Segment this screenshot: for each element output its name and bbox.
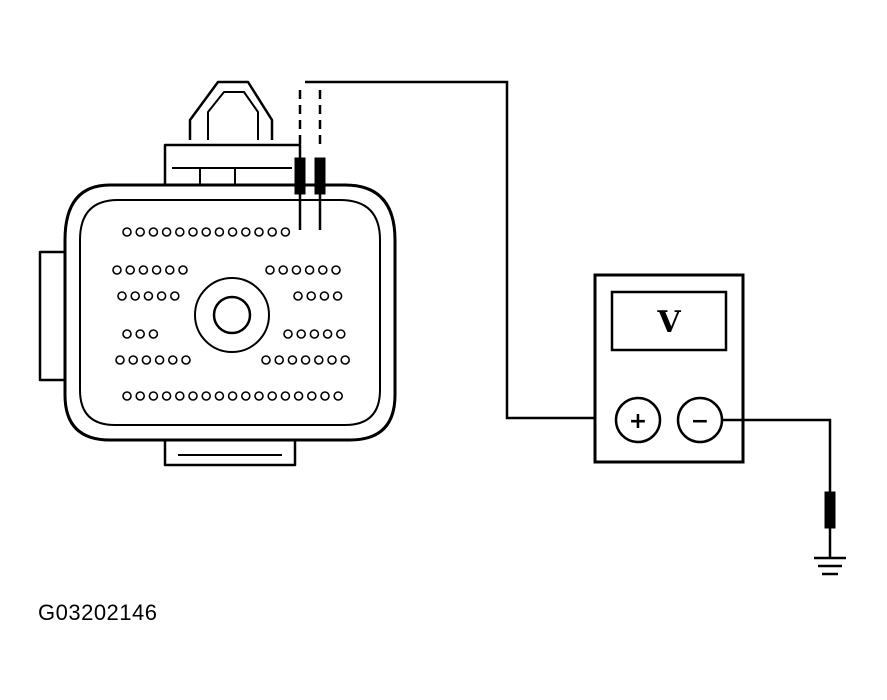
pin-hole	[143, 291, 154, 301]
pin-hole	[122, 391, 132, 401]
pin-hole	[322, 329, 333, 339]
pin-hole	[135, 391, 145, 401]
positive-lead-wire	[305, 80, 615, 420]
pin-hole	[168, 355, 178, 365]
pin-hole	[115, 355, 125, 365]
pin-hole	[188, 227, 198, 237]
pin-hole	[128, 355, 138, 365]
positive-terminal	[614, 396, 662, 444]
pin-hole	[170, 291, 180, 301]
pin-hole	[178, 265, 188, 275]
pin-hole	[175, 391, 185, 401]
pin-hole	[293, 291, 303, 301]
probe-tip-left	[294, 157, 306, 195]
figure-id: G03202146	[38, 600, 158, 625]
ground-probe-tip	[824, 491, 836, 529]
pin-hole	[122, 227, 132, 237]
pin-hole	[135, 329, 145, 339]
pin-hole	[319, 291, 330, 301]
pin-hole	[267, 391, 278, 401]
pin-hole	[161, 227, 172, 237]
pin-hole	[201, 391, 211, 401]
pin-hole	[306, 391, 317, 401]
pin-hole	[165, 265, 175, 275]
connector-center-bolt	[212, 295, 252, 335]
voltmeter-display-letter: V	[656, 305, 681, 340]
pin-hole	[214, 227, 225, 237]
pin-hole	[278, 265, 289, 275]
pin-hole	[291, 265, 302, 275]
pin-hole	[280, 227, 291, 237]
pin-hole	[112, 265, 122, 275]
pin-hole	[340, 355, 351, 365]
voltmeter: V + −	[593, 273, 745, 464]
pin-hole	[327, 355, 337, 365]
pin-hole	[138, 265, 149, 275]
connector-pin-holes	[112, 227, 351, 401]
pin-hole	[188, 391, 198, 401]
negative-lead-to-ground	[722, 418, 836, 558]
pin-hole	[320, 391, 330, 401]
pin-hole	[227, 227, 238, 237]
pin-hole	[261, 355, 271, 365]
pin-hole	[181, 355, 191, 365]
pin-hole	[331, 265, 341, 275]
pin-hole	[125, 265, 135, 275]
pin-hole	[313, 355, 324, 365]
pin-hole	[280, 391, 291, 401]
pin-hole	[293, 391, 304, 401]
pin-hole	[317, 265, 328, 275]
negative-terminal-symbol: −	[691, 409, 709, 434]
positive-terminal-symbol: +	[629, 409, 647, 434]
pin-hole	[227, 391, 238, 401]
pin-hole	[241, 227, 251, 237]
pin-hole	[306, 291, 317, 301]
pin-hole	[175, 227, 185, 237]
pin-hole	[287, 355, 298, 365]
pin-hole	[274, 355, 285, 365]
pin-hole	[309, 329, 320, 339]
probe-leads	[294, 90, 326, 230]
pin-hole	[148, 391, 159, 401]
pin-hole	[283, 329, 293, 339]
pin-hole	[254, 227, 264, 237]
pin-hole	[300, 355, 311, 365]
pin-hole	[122, 329, 132, 339]
pin-hole	[335, 329, 346, 339]
pin-hole	[214, 391, 225, 401]
pin-hole	[333, 391, 344, 401]
connector-top-housing	[163, 143, 302, 185]
probe-tip-right	[314, 157, 326, 195]
pin-hole	[201, 227, 211, 237]
pin-hole	[135, 227, 145, 237]
pin-hole	[332, 291, 343, 301]
pin-hole	[154, 355, 165, 365]
pin-hole	[296, 329, 307, 339]
pin-hole	[151, 265, 162, 275]
pin-hole	[130, 291, 140, 301]
ground-icon	[814, 556, 846, 576]
pin-hole	[148, 227, 159, 237]
pin-hole	[241, 391, 251, 401]
pin-hole	[161, 391, 172, 401]
pin-hole	[304, 265, 315, 275]
pin-hole	[117, 291, 127, 301]
pin-hole	[148, 329, 159, 339]
pin-hole	[267, 227, 278, 237]
pin-hole	[141, 355, 152, 365]
pin-hole	[254, 391, 264, 401]
connector	[38, 80, 397, 467]
pin-hole	[156, 291, 167, 301]
pin-hole	[265, 265, 275, 275]
voltmeter-display	[610, 290, 728, 352]
connector-top-tab	[188, 80, 274, 140]
